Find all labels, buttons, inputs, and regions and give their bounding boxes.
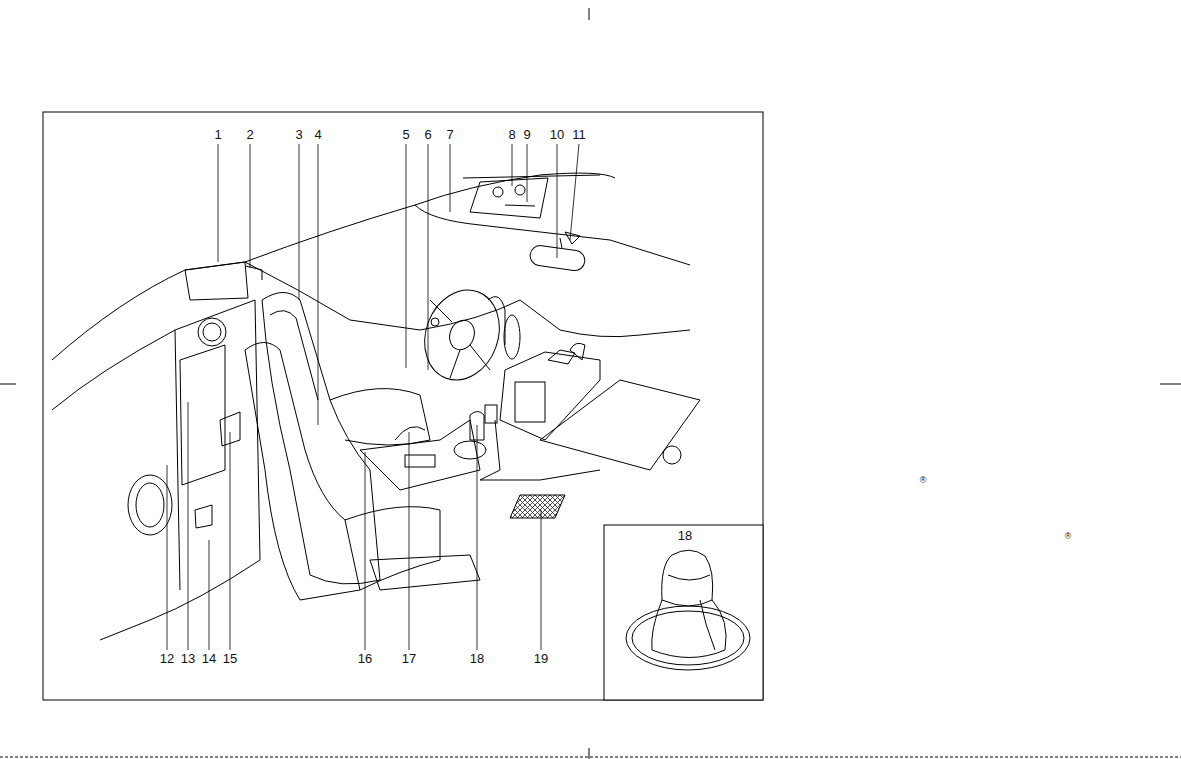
registered-mark: ® [1064, 531, 1073, 541]
callout-number: 7 [445, 128, 454, 142]
callout-number: 6 [423, 128, 432, 142]
callout-number: 1 [213, 128, 222, 142]
callout-number: 16 [357, 652, 373, 666]
callout-number: 15 [222, 652, 238, 666]
crop-marks [0, 8, 1181, 759]
callout-number: 2 [245, 128, 254, 142]
callout-number: 12 [159, 652, 175, 666]
callout-number: 8 [507, 128, 516, 142]
frame [43, 112, 763, 700]
callout-number: 19 [533, 652, 549, 666]
callout-number: 13 [180, 652, 196, 666]
callout-number: 4 [313, 128, 322, 142]
callout-number: 18 [469, 652, 485, 666]
callout-number: 18 [677, 529, 693, 543]
callout-number: 5 [401, 128, 410, 142]
interior-drawing [52, 173, 700, 640]
callout-number: 11 [571, 128, 587, 142]
callout-number: 14 [201, 652, 217, 666]
callout-number: 10 [549, 128, 565, 142]
registered-mark: ® [919, 475, 928, 485]
callout-number: 9 [522, 128, 531, 142]
callout-number: 17 [401, 652, 417, 666]
callout-number: 3 [294, 128, 303, 142]
inset-shift-knob [604, 525, 763, 700]
